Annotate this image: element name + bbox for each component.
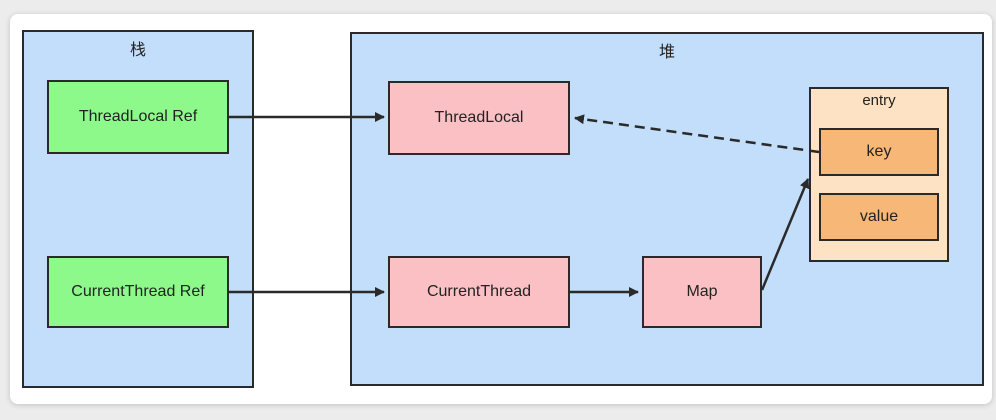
currentthread-box: CurrentThread: [388, 256, 570, 328]
stack-region-title: 栈: [129, 40, 146, 59]
currentthread-ref-box: CurrentThread Ref: [47, 256, 229, 328]
threadlocal-box: ThreadLocal: [388, 81, 570, 155]
entry-key-box: key: [819, 128, 939, 176]
entry-key-label: key: [866, 143, 892, 160]
heap-region-title: 堆: [658, 42, 675, 61]
threadlocal-ref-box: ThreadLocal Ref: [47, 80, 229, 154]
entry-value-box: value: [819, 193, 939, 241]
entry-title: entry: [862, 92, 896, 109]
map-label: Map: [686, 283, 718, 300]
entry-value-label: value: [859, 208, 899, 225]
currentthread-ref-label: CurrentThread Ref: [71, 283, 205, 300]
currentthread-label: CurrentThread: [426, 283, 532, 300]
threadlocal-ref-label: ThreadLocal Ref: [78, 108, 198, 125]
threadlocal-label: ThreadLocal: [434, 109, 524, 126]
map-box: Map: [642, 256, 762, 328]
